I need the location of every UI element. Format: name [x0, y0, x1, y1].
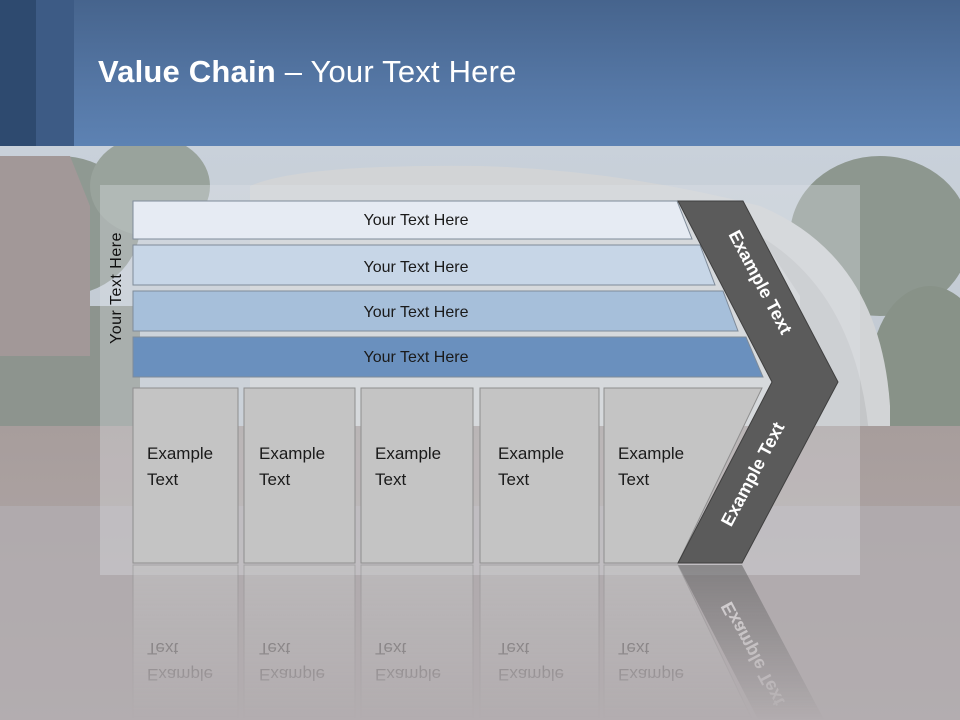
reflected-column-label: Example [375, 665, 441, 684]
diagram-reflection: Example Text Example Text Example Text E… [132, 564, 825, 720]
column-label-line1: Example [147, 444, 213, 463]
column-label-line2: Text [618, 470, 649, 489]
reflected-column-label: Example [618, 665, 684, 684]
column-boxes: Example Text Example Text Example Text E… [132, 387, 763, 564]
reflected-column-label: Text [618, 639, 649, 658]
column-box [479, 387, 600, 564]
reflected-column-label: Example [147, 665, 213, 684]
reflected-column-label: Example [498, 665, 564, 684]
row-band [132, 290, 739, 332]
column-label-line2: Text [375, 470, 406, 489]
row-label: Your Text Here [364, 212, 469, 229]
title-rest: – Your Text Here [275, 54, 517, 89]
reflected-column-label: Text [498, 639, 529, 658]
reflected-column [360, 564, 474, 720]
banner-accent-stripe [36, 0, 74, 146]
reflected-column [132, 564, 239, 720]
column-box [360, 387, 474, 564]
column-label-line2: Text [147, 470, 178, 489]
slide-title: Value Chain – Your Text Here [98, 54, 517, 90]
banner-accent-stripe [0, 0, 36, 146]
chevron-shape [677, 200, 839, 564]
column-box [132, 387, 239, 564]
title-bold: Value Chain [98, 54, 276, 89]
reflected-column-label: Text [375, 639, 406, 658]
column-label-line2: Text [498, 470, 529, 489]
row-label: Your Text Here [364, 349, 469, 366]
column-label-line1: Example [618, 444, 684, 463]
reflected-chevron [678, 565, 825, 720]
column-label-line1: Example [259, 444, 325, 463]
side-label: Your Text Here [108, 232, 125, 344]
row-label: Your Text Here [364, 259, 469, 276]
reflected-column-label: Example [259, 665, 325, 684]
row-band [132, 336, 764, 378]
column-label-line2: Text [259, 470, 290, 489]
row-label: Your Text Here [364, 304, 469, 321]
column-label-line1: Example [498, 444, 564, 463]
column-label-line1: Example [375, 444, 441, 463]
reflected-column-label: Text [147, 639, 178, 658]
row-bands: Your Text Here Your Text Here Your Text … [132, 200, 764, 378]
reflected-column [243, 564, 356, 720]
column-box [243, 387, 356, 564]
row-band [132, 200, 693, 240]
row-band [132, 244, 716, 286]
reflected-column [479, 564, 600, 720]
title-banner: Value Chain – Your Text Here [0, 0, 960, 146]
reflected-column-label: Text [259, 639, 290, 658]
